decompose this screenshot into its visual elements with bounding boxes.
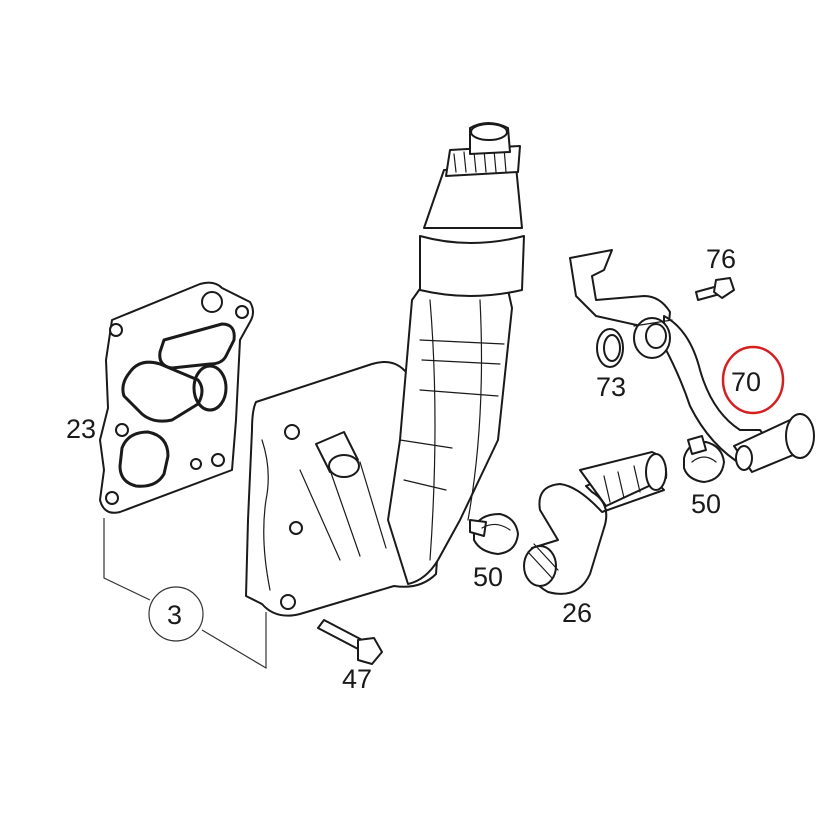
oil-filter-housing [245,122,525,617]
callout-47: 47 [342,664,372,694]
callout-73: 73 [596,372,626,402]
oring-73 [596,328,624,368]
callout-3: 3 [167,600,182,630]
callout-50-left: 50 [473,562,503,592]
assembly-bracket-3 [103,518,267,670]
callout-50-right: 50 [691,489,721,519]
clamp-50-left [469,513,519,555]
pipe-70 [569,249,815,473]
highlight-ring [721,345,785,415]
gasket-plate [99,281,254,514]
callout-70: 70 [731,367,761,397]
callout-76: 76 [706,244,736,274]
clamp-50-right [683,435,725,483]
callout-23: 23 [66,414,96,444]
bolt-76 [695,277,735,301]
hose-26 [523,451,668,595]
callout-26: 26 [562,598,592,628]
bolt-47 [317,619,383,665]
